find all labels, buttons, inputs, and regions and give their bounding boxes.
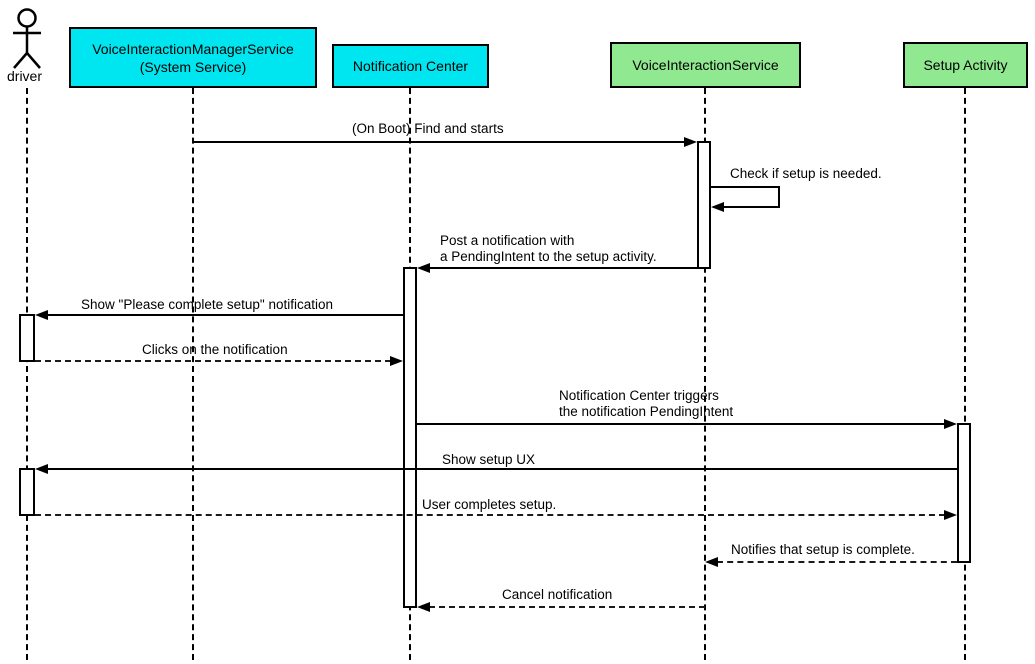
message-2-line-out [711,186,780,188]
message-7-label: Show setup UX [442,452,536,467]
message-1-label: (On Boot) Find and starts [352,121,504,136]
message-7-line [46,468,957,470]
message-5-line [35,360,391,362]
message-6-arrowhead [944,419,957,429]
message-9-label: Notifies that setup is complete. [731,542,915,557]
message-10-label: Cancel notification [502,587,613,602]
activation-voice-interaction-service [697,141,711,269]
message-1-line [193,141,685,143]
lifeline-voice-interaction-service [704,88,706,660]
message-3-arrowhead [417,263,430,273]
message-9-line [717,561,957,563]
message-2-label: Check if setup is needed. [730,166,882,181]
lifeline-voice-interaction-manager-service [192,88,194,660]
message-8-line [35,514,945,516]
message-8-arrowhead [944,510,957,520]
message-4-label: Show "Please complete setup" notificatio… [81,297,333,312]
actor-driver-icon [13,8,41,69]
activation-setup-activity [957,423,971,563]
participant-box-notification-center: Notification Center [332,44,489,88]
message-4-arrowhead [35,310,48,320]
message-1-arrowhead [684,137,697,147]
message-6-label: Notification Center triggers the notific… [559,388,734,419]
message-2-line-back [722,206,780,208]
message-5-arrowhead [390,356,403,366]
message-4-line [46,314,403,316]
message-8-label: User completes setup. [422,497,557,512]
participant-box-voice-interaction-manager-service: VoiceInteractionManagerService (System S… [69,27,317,88]
message-2-arrowhead [711,202,724,212]
actor-driver-label: driver [7,68,43,84]
message-7-arrowhead [35,464,48,474]
message-3-label: Post a notification with a PendingIntent… [440,233,657,264]
participant-box-setup-activity: Setup Activity [903,42,1028,88]
lifeline-setup-activity [964,88,966,660]
message-6-line [417,423,945,425]
participant-box-voice-interaction-service: VoiceInteractionService [610,42,801,88]
activation-notification-center [403,267,417,608]
message-10-arrowhead [417,602,430,612]
activation-driver-1 [19,314,35,362]
message-3-line [429,267,697,269]
message-10-line [429,606,705,608]
message-5-label: Clicks on the notification [142,342,288,357]
activation-driver-2 [19,468,35,516]
message-9-arrowhead [705,557,718,567]
lifeline-driver [26,88,28,660]
message-2-line-down [778,186,780,208]
